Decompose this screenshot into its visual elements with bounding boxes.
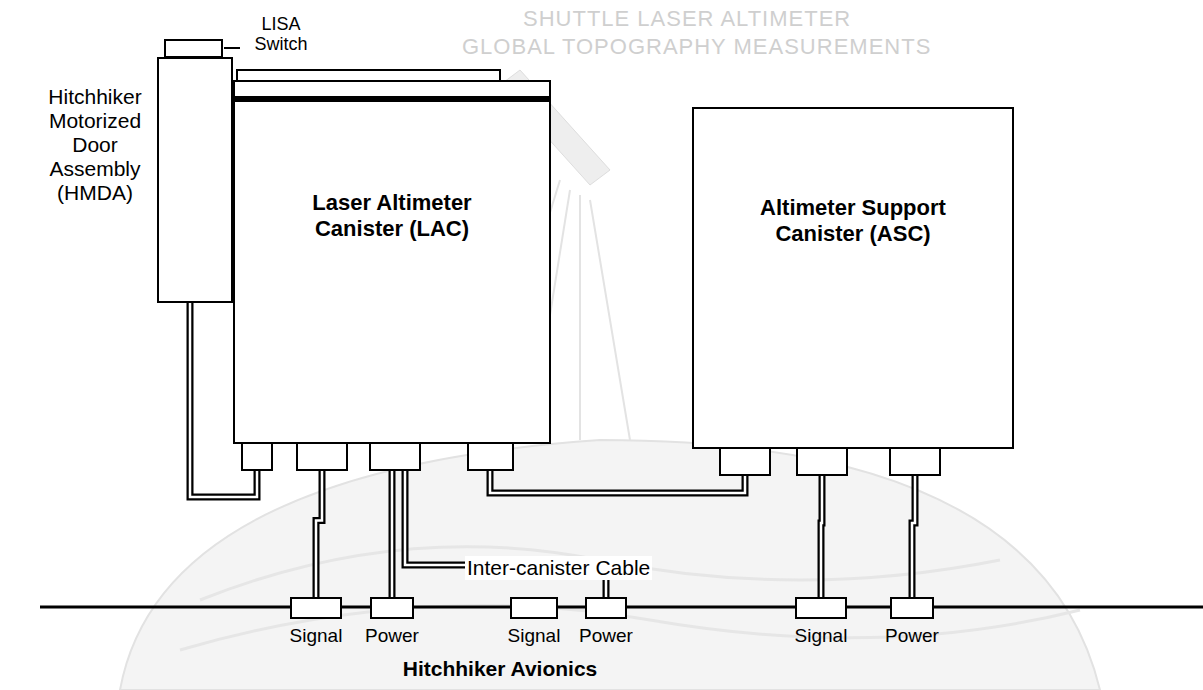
canister-box: Altimeter Support Canister (ASC) xyxy=(692,107,1014,449)
avionics-connector: Power xyxy=(585,597,627,619)
connector-label: Signal xyxy=(795,625,848,647)
earth-backdrop xyxy=(120,440,1100,690)
canister-box: Laser Altimeter Canister (LAC) xyxy=(233,80,551,444)
leader-line xyxy=(224,47,240,49)
watermark-text: SHUTTLE LASER ALTIMETER xyxy=(523,6,851,32)
earth-contour xyxy=(200,547,1000,600)
lac-back-panel xyxy=(237,70,500,80)
box-label: Laser Altimeter Canister (LAC) xyxy=(272,190,512,242)
box-label: Hitchhiker Motorized Door Assembly (HMDA… xyxy=(39,85,151,205)
connector-label: Signal xyxy=(508,625,561,647)
lid-band xyxy=(235,96,549,102)
avionics-connector: Signal xyxy=(510,597,558,619)
connector-label: Signal xyxy=(290,625,343,647)
connector-label: Power xyxy=(885,625,939,647)
cable-label: Inter-canister Cable xyxy=(465,556,652,580)
part-label: Hitchhiker Avionics xyxy=(400,657,600,681)
avionics-connector: Power xyxy=(890,597,934,619)
part-label: LISA Switch xyxy=(246,14,316,54)
avionics-connector: Signal xyxy=(795,597,847,619)
door-assembly: Hitchhiker Motorized Door Assembly (HMDA… xyxy=(157,57,233,303)
avionics-connector: Signal xyxy=(290,597,342,619)
connector-label: Power xyxy=(579,625,633,647)
watermark-text: GLOBAL TOPOGRAPHY MEASUREMENTS xyxy=(462,34,931,60)
lisa-switch xyxy=(165,40,222,57)
avionics-connector: Power xyxy=(370,597,414,619)
connector-label: Power xyxy=(365,625,419,647)
box-label: Altimeter Support Canister (ASC) xyxy=(733,195,973,247)
cable xyxy=(490,444,745,493)
